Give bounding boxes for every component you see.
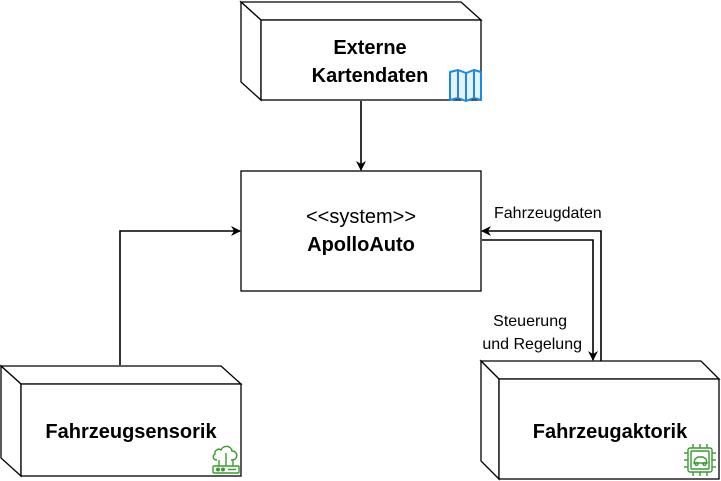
vehicle-actuators-node[interactable]: Fahrzeugaktorik — [479, 359, 721, 481]
vehicle-data-label: Fahrzeugdaten — [494, 205, 602, 222]
control-label-line1: Steuerung — [493, 313, 567, 330]
map-icon — [449, 69, 482, 102]
map-node-title-line1: Externe — [333, 37, 406, 59]
vehicle-sensors-node[interactable]: Fahrzeugsensorik — [0, 364, 243, 478]
system-to-actuators-arrow — [482, 239, 598, 361]
system-stereotype: <<system>> — [306, 206, 416, 228]
sensor-network-icon — [212, 445, 240, 474]
car-chip-icon — [684, 444, 716, 476]
actuators-to-system-arrow — [481, 226, 602, 361]
sensors-node-title: Fahrzeugsensorik — [45, 421, 217, 443]
actuators-node-title: Fahrzeugaktorik — [533, 421, 688, 443]
map-node-title-line2: Kartendaten — [312, 65, 429, 87]
apollo-auto-system-node[interactable]: <<system>> ApolloAuto — [240, 170, 482, 292]
system-name: ApolloAuto — [307, 234, 415, 256]
sensors-to-system-arrow — [119, 226, 241, 365]
control-label-line2: und Regelung — [482, 336, 582, 353]
external-map-data-node[interactable]: Externe Kartendaten — [239, 0, 483, 102]
